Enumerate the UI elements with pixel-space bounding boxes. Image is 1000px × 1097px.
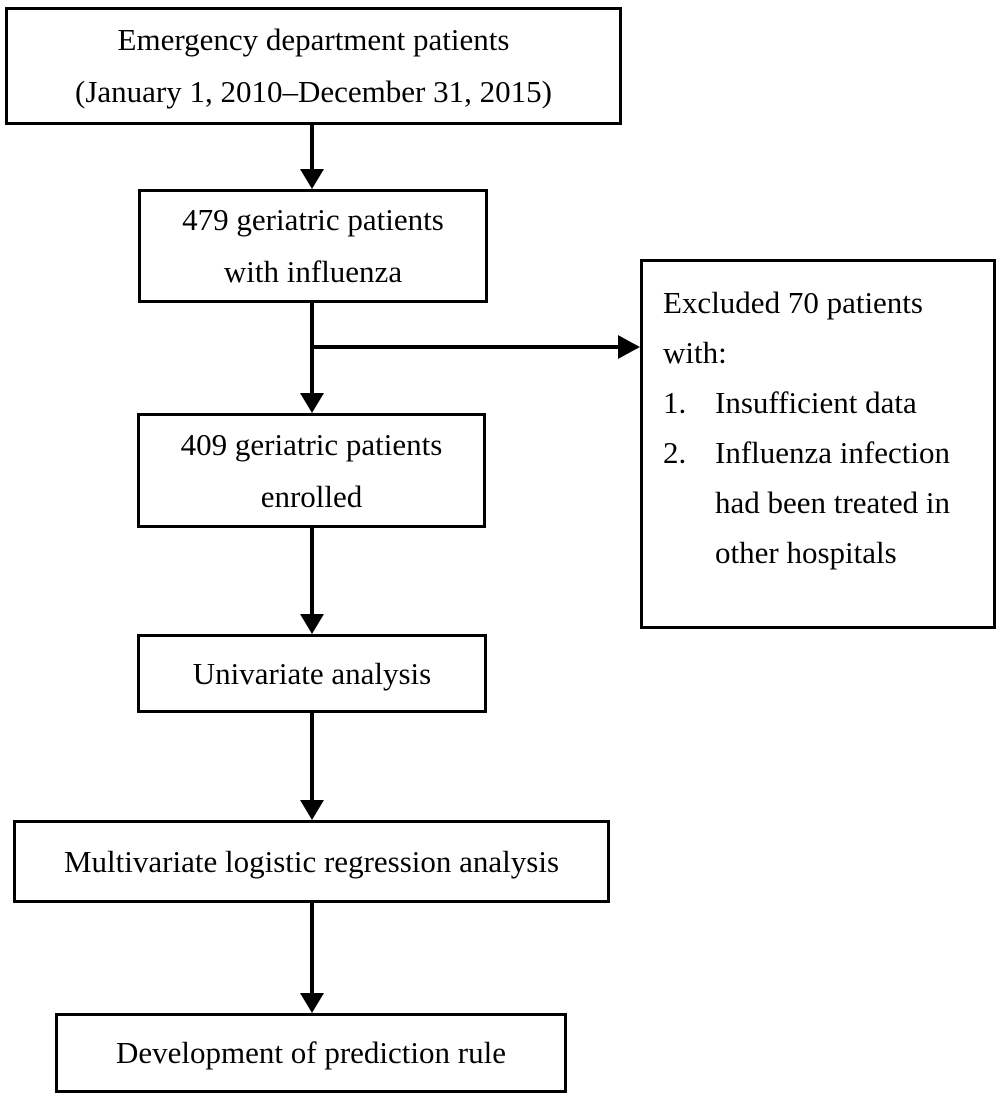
node-multivariate-analysis: Multivariate logistic regression analysi… xyxy=(13,820,610,903)
node-text: 479 geriatric patients with influenza xyxy=(182,194,444,298)
excluded-item-number: 2. xyxy=(663,435,687,470)
node-line: Emergency department patients xyxy=(117,22,510,57)
node-text: 409 geriatric patients enrolled xyxy=(181,419,443,523)
node-line: Development of prediction rule xyxy=(116,1035,506,1070)
arrowhead-down xyxy=(300,993,324,1013)
node-text: Emergency department patients (January 1… xyxy=(75,14,552,118)
node-excluded-patients: Excluded 70 patients with: 1. Insufficie… xyxy=(640,259,996,629)
node-univariate-analysis: Univariate analysis xyxy=(137,634,487,713)
node-prediction-rule: Development of prediction rule xyxy=(55,1013,567,1093)
excluded-item-number: 1. xyxy=(663,385,687,420)
excluded-item-text: Insufficient data xyxy=(715,385,917,420)
excluded-intro: Excluded 70 patients with: xyxy=(663,285,923,370)
node-line: 479 geriatric patients xyxy=(182,202,444,237)
node-line: Multivariate logistic regression analysi… xyxy=(63,843,560,879)
excluded-item: 2. Influenza infection had been treated … xyxy=(663,428,975,578)
excluded-item: 1. Insufficient data xyxy=(663,378,975,428)
node-line: (January 1, 2010–December 31, 2015) xyxy=(75,74,552,109)
connector-univariate-to-multivariate xyxy=(310,713,314,802)
node-line: with influenza xyxy=(223,254,403,289)
connector-ed-to-influenza xyxy=(310,125,314,173)
arrowhead-down xyxy=(300,393,324,413)
node-line: enrolled xyxy=(260,478,363,514)
node-line: Univariate analysis xyxy=(192,655,432,691)
arrowhead-down xyxy=(300,614,324,634)
arrowhead-down xyxy=(300,800,324,820)
node-479-geriatric-patients: 479 geriatric patients with influenza xyxy=(138,189,488,303)
connector-influenza-to-enrolled xyxy=(310,303,314,395)
connector-multivariate-to-prediction xyxy=(310,903,314,995)
node-emergency-department-patients: Emergency department patients (January 1… xyxy=(5,7,622,125)
arrowhead-down xyxy=(300,169,324,189)
arrowhead-right xyxy=(618,335,640,359)
connector-branch-to-excluded xyxy=(312,345,620,349)
connector-enrolled-to-univariate xyxy=(310,528,314,616)
excluded-item-text: Influenza infection had been treated in … xyxy=(715,435,950,570)
node-line: 409 geriatric patients xyxy=(180,426,443,462)
node-409-enrolled: 409 geriatric patients enrolled xyxy=(137,413,486,528)
